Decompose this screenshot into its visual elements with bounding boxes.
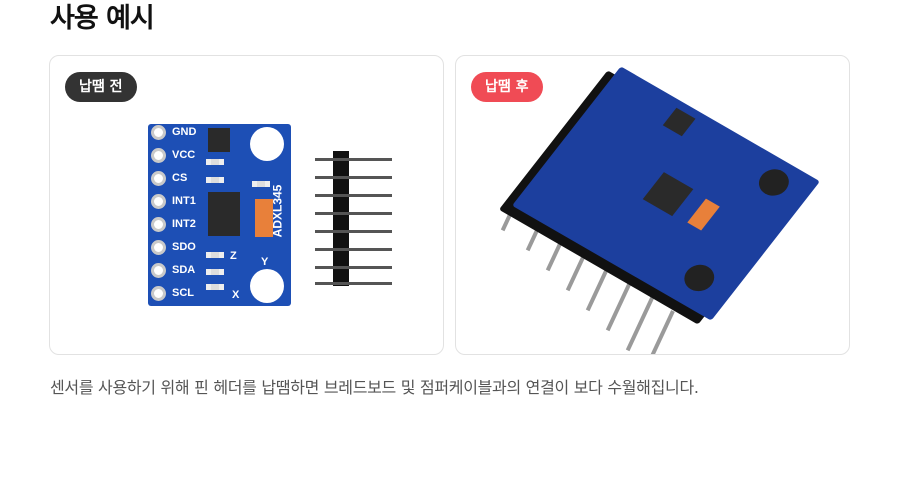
description-text: 센서를 사용하기 위해 핀 헤더를 납땜하면 브레드보드 및 점퍼케이블과의 연…: [50, 378, 699, 397]
axis-label: X: [232, 289, 240, 301]
before-badge: 납땜 전: [65, 72, 137, 102]
pin-label: SCL: [172, 287, 194, 299]
pin-label: GND: [172, 126, 197, 138]
pin-label: SDA: [172, 264, 196, 276]
axis-label: Y: [261, 256, 269, 268]
sensor-board-image: GND VCC CS INT1 INT2 SDO SDA SCL ADXL345…: [148, 124, 291, 306]
section-title: 사용 예시: [50, 3, 155, 34]
pin-label: VCC: [172, 149, 196, 161]
axis-label: Z: [230, 250, 237, 262]
pin-label: SDO: [172, 241, 196, 253]
chip-label: ADXL345: [270, 184, 285, 238]
pin-label: INT2: [172, 218, 196, 230]
after-badge: 납땜 후: [471, 72, 543, 102]
before-soldering-card: 납땜 전 GND VCC CS INT1 INT2 SDO SDA SCL AD…: [49, 55, 444, 355]
pin-label: CS: [172, 172, 188, 184]
pin-label: INT1: [172, 195, 196, 207]
after-soldering-card: 납땜 후: [455, 55, 850, 355]
